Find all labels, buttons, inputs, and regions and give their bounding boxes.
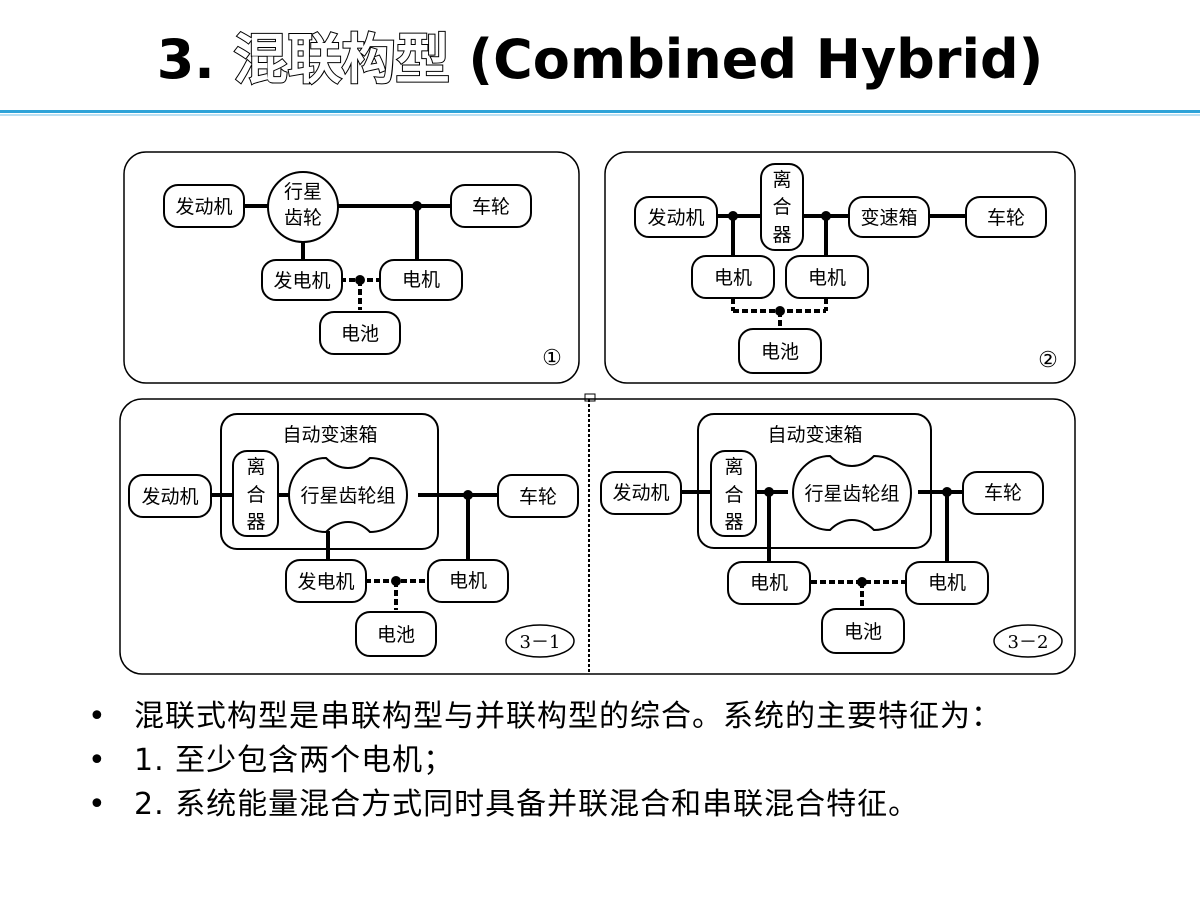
p31-engine-box [128,474,212,518]
p31-tag-oval [505,624,575,658]
p32-wheel-box [962,471,1044,515]
p1-battery-box [319,311,401,355]
title-divider-shadow [0,114,1200,116]
p31-wheel-box [497,474,579,518]
p2-engine-box [634,196,718,238]
bullet-item-1: • 混联式构型是串联构型与并联构型的综合。系统的主要特征为： [88,695,1188,739]
p1-motor-box [379,259,463,301]
p32-battery-box [821,608,905,654]
hybrid-configuration-diagram: 发动机 行星 齿轮 车轮 发电机 电机 电池 ① 发动机 离 合 器 变速箱 [118,146,1078,678]
p31-planet-label: 行星齿轮组 [300,485,395,507]
p1-battery-label: 电池 [341,323,379,345]
p1-engine-label: 发动机 [175,196,232,218]
panel-3 [119,398,1076,675]
bullet-text-1: 混联式构型是串联构型与并联构型的综合。系统的主要特征为： [134,699,1002,734]
p32-auto-gearbox-label: 自动变速箱 [767,424,862,446]
p2-clutch-label-2: 合 [772,196,791,218]
bullet-list: • 混联式构型是串联构型与并联构型的综合。系统的主要特征为： • 1. 至少包含… [88,695,1188,827]
p32-motor-b-box [905,561,989,605]
p1-motor-label: 电机 [402,269,440,291]
p2-wheel-label: 车轮 [987,207,1025,229]
p2-battery-label: 电池 [761,341,799,363]
p32-motor-a-label: 电机 [750,572,788,594]
p2-clutch-label-3: 器 [772,224,791,246]
p32-tag-oval [993,624,1063,658]
p31-generator-label: 发电机 [297,571,354,593]
panel-1 [123,151,580,384]
p32-motor-a-box [727,561,811,605]
p2-motor-a-label: 电机 [714,267,752,289]
slide-title: 3. 混联构型 (Combined Hybrid) [0,22,1200,98]
p2-tag: ② [1038,348,1058,373]
p32-clutch-label-3: 器 [724,511,743,533]
p2-clutch-label-1: 离 [772,169,791,191]
p1-wheel-box [450,184,532,228]
title-number: 3. [156,28,215,91]
p2-gearbox-label: 变速箱 [860,207,917,229]
panel-2 [604,151,1076,384]
p2-gearbox-box [848,196,930,238]
p2-motor-b-box [785,255,869,299]
p2-engine-label: 发动机 [647,207,704,229]
p31-motor-label: 电机 [449,570,487,592]
bullet-marker: • [88,699,107,734]
bullet-text-2: 1. 至少包含两个电机； [134,743,455,778]
p31-battery-box [355,611,437,657]
p1-engine-box [163,184,245,228]
p1-tag: ① [542,346,562,371]
p32-planet-label: 行星齿轮组 [804,483,899,505]
p1-generator-label: 发电机 [273,270,330,292]
p32-engine-label: 发动机 [612,482,669,504]
p2-motor-b-label: 电机 [808,267,846,289]
p32-planet-gearset [792,454,912,532]
bullet-item-3: • 2. 系统能量混合方式同时具备并联混合和串联混合特征。 [88,783,1188,827]
p31-clutch-label-1: 离 [246,456,265,478]
p1-planet-label-2: 齿轮 [284,207,322,229]
bullet-text-3: 2. 系统能量混合方式同时具备并联混合和串联混合特征。 [134,787,920,822]
p32-clutch-label-1: 离 [724,456,743,478]
p31-engine-label: 发动机 [141,486,198,508]
p2-wheel-box [965,196,1047,238]
p1-wheel-label: 车轮 [472,196,510,218]
bullet-item-2: • 1. 至少包含两个电机； [88,739,1188,783]
p31-planet-gearset [288,456,408,534]
title-divider [0,110,1200,113]
p31-generator-box [285,559,367,603]
bullet-marker: • [88,787,107,822]
p31-clutch-label-3: 器 [246,511,265,533]
p32-clutch-box [710,450,757,537]
p32-tag: 3－2 [1008,632,1049,653]
p32-engine-box [600,471,682,515]
p1-planet-label-1: 行星 [284,181,322,203]
p31-clutch-label-2: 合 [246,484,265,506]
p31-auto-gearbox-label: 自动变速箱 [282,424,377,446]
p1-generator-box [261,259,343,301]
p1-planetary-gear [267,171,339,243]
bullet-marker: • [88,743,107,778]
p31-wheel-label: 车轮 [519,486,557,508]
p31-clutch-box [232,450,279,537]
title-chinese: 混联构型 [233,27,451,92]
p32-clutch-label-2: 合 [724,484,743,506]
p31-battery-label: 电池 [377,624,415,646]
p31-tag: 3－1 [520,632,561,653]
title-english: (Combined Hybrid) [468,28,1044,91]
p2-clutch-box [760,163,804,251]
p2-motor-a-box [691,255,775,299]
p2-battery-box [738,328,822,374]
p32-battery-label: 电池 [844,621,882,643]
p32-wheel-label: 车轮 [984,482,1022,504]
p32-motor-b-label: 电机 [928,572,966,594]
p31-motor-box [427,559,509,603]
